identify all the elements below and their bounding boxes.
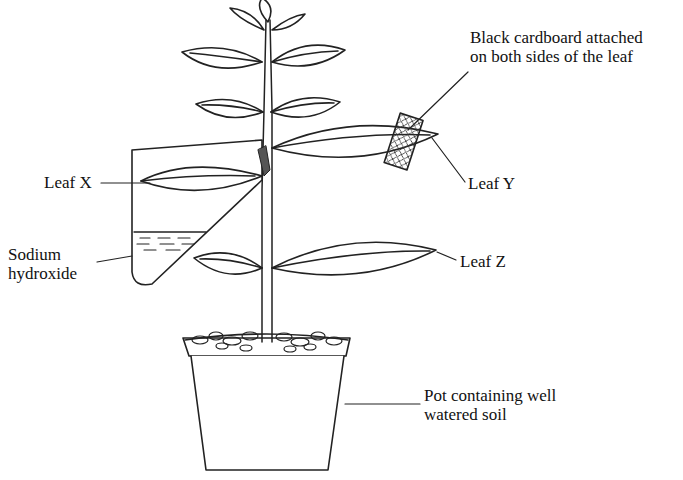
pot-label: Pot containing well watered soil [424,386,574,424]
leader-lines [97,72,468,404]
soil [192,332,342,352]
stem [262,20,272,342]
pot [183,334,350,470]
leaf-label: Leaf Y [468,174,548,193]
leaf-label: Leaf X [44,173,104,192]
sodium-hydroxide-bag [132,140,270,285]
chemical-label: Sodium hydroxide [8,245,98,283]
cardboard-label: Black cardboard attached on both sides o… [470,28,660,66]
leaf-label: Leaf Z [460,252,540,271]
leaves [182,0,438,275]
